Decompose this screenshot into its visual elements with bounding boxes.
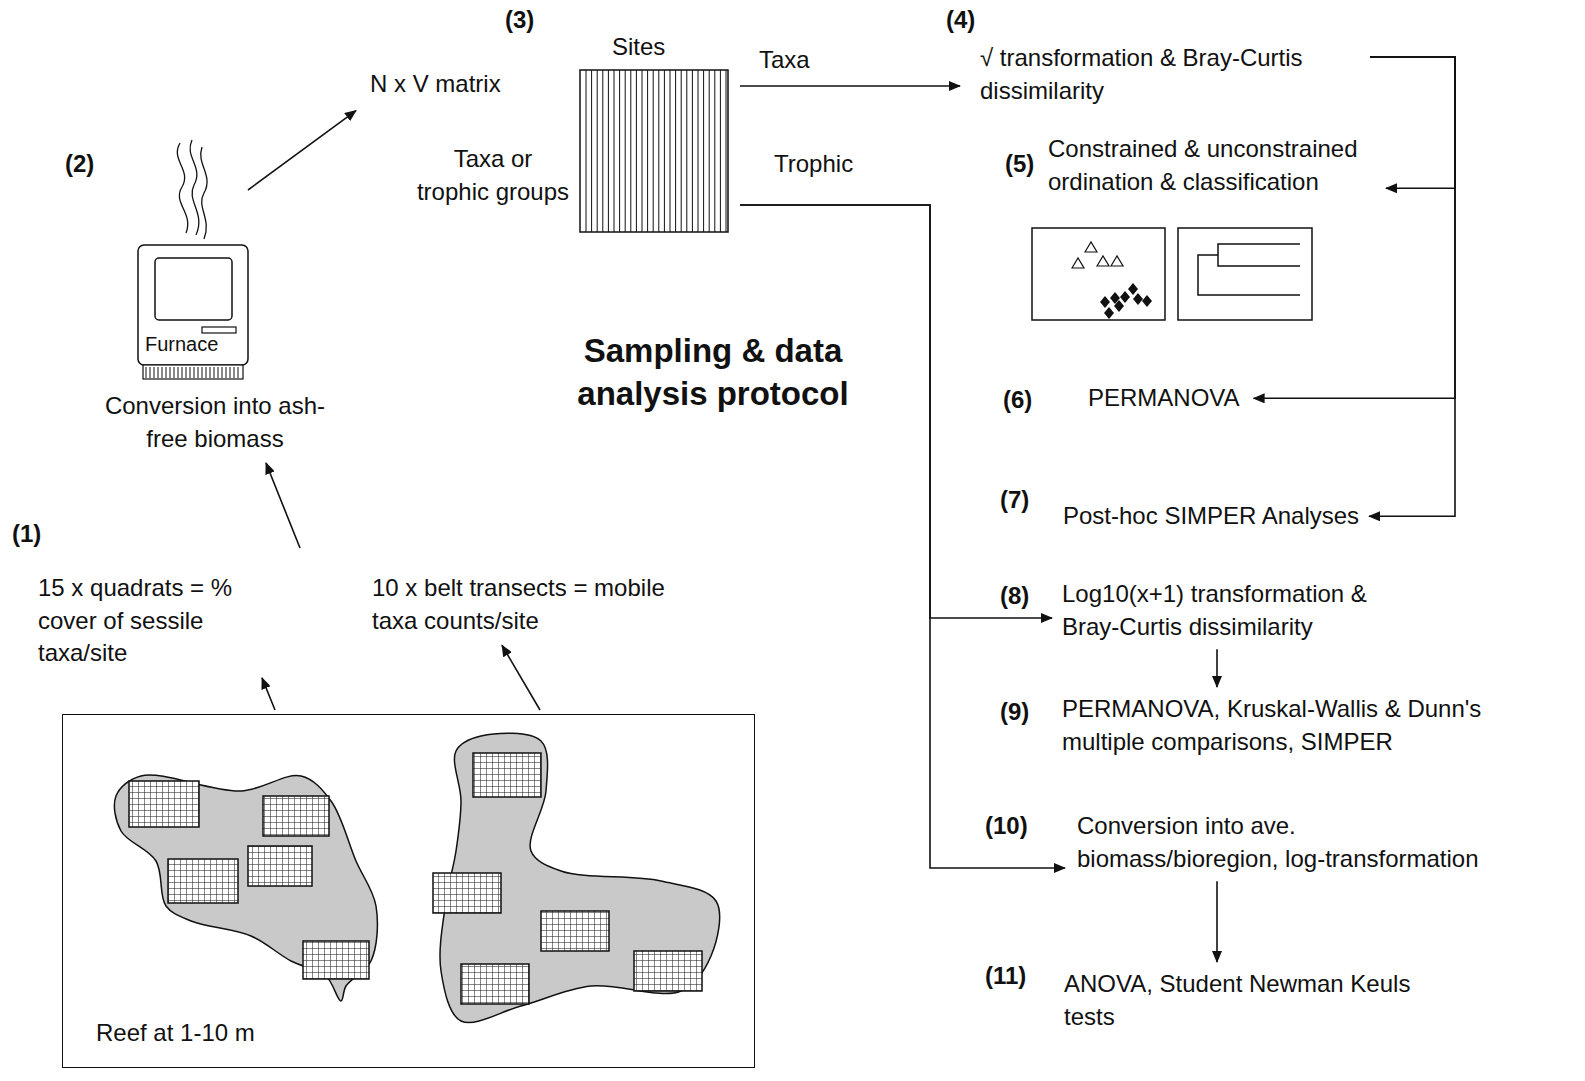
node-text: Constrained & unconstrained ordination &… bbox=[1048, 133, 1378, 198]
furnace-icon: FurnaceConversion into ash-free biomass bbox=[100, 135, 330, 455]
matrix-label: N x V matrix bbox=[370, 68, 501, 101]
smoke-lines bbox=[177, 140, 207, 239]
sampling-step: 15 x quadrats = % cover of sessile taxa/… bbox=[38, 572, 278, 670]
analysis-step: Log10(x+1) transformation & Bray-Curtis … bbox=[1062, 578, 1402, 643]
open-triangles bbox=[1072, 242, 1123, 268]
edge-label: Trophic bbox=[772, 150, 855, 179]
analysis-step: Constrained & unconstrained ordination &… bbox=[1048, 133, 1378, 198]
dendrogram-frame bbox=[1178, 228, 1312, 320]
callout-number: (1) bbox=[12, 520, 41, 549]
quadrat-grid bbox=[303, 941, 369, 979]
flow-arrow bbox=[740, 205, 1065, 868]
flow-arrow bbox=[1216, 881, 1218, 962]
node-text: 15 x quadrats = % cover of sessile taxa/… bbox=[38, 572, 278, 670]
node-text: ANOVA, Student Newman Keuls tests bbox=[1064, 968, 1424, 1033]
flow-arrow bbox=[266, 463, 300, 548]
analysis-step: PERMANOVA bbox=[1088, 382, 1240, 415]
node-text: 10 x belt transects = mobile taxa counts… bbox=[372, 572, 692, 637]
node-subtext: Taxa or trophic groups bbox=[415, 143, 571, 208]
callout-number: (8) bbox=[1000, 582, 1029, 611]
reef-panel: Reef at 1-10 m bbox=[62, 714, 755, 1068]
node-text: Log10(x+1) transformation & Bray-Curtis … bbox=[1062, 578, 1402, 643]
analysis-step: Conversion into ave. biomass/bioregion, … bbox=[1077, 810, 1497, 875]
analysis-step: Post-hoc SIMPER Analyses bbox=[1063, 500, 1359, 533]
node-subtext: Conversion into ash-free biomass bbox=[100, 390, 330, 455]
reef-outline bbox=[114, 775, 377, 1001]
ordination-frame bbox=[1032, 228, 1165, 320]
reef-drawing bbox=[63, 715, 756, 1069]
node-text: Conversion into ave. biomass/bioregion, … bbox=[1077, 810, 1497, 875]
matrix-grid bbox=[580, 70, 728, 232]
analysis-step: √ transformation & Bray-Curtis dissimila… bbox=[980, 42, 1340, 107]
callout-number: (2) bbox=[65, 150, 94, 179]
callout-number: (9) bbox=[1000, 698, 1029, 727]
quadrat-grid bbox=[129, 781, 199, 827]
quadrat-grid bbox=[541, 911, 609, 951]
ordination-plot bbox=[1032, 228, 1165, 320]
quadrat-grid bbox=[461, 964, 529, 1004]
dendrogram bbox=[1178, 228, 1312, 320]
flow-arrow bbox=[740, 85, 960, 87]
edge-label: Taxa bbox=[757, 46, 812, 75]
flow-arrow bbox=[1369, 57, 1455, 516]
callout-number: (7) bbox=[1000, 486, 1029, 515]
quadrat-grid bbox=[433, 873, 501, 913]
diagram-title: Sampling & data analysis protocol bbox=[548, 330, 878, 416]
node-text: Furnace bbox=[145, 331, 218, 358]
node-text: √ transformation & Bray-Curtis dissimila… bbox=[980, 42, 1340, 107]
callout-number: (10) bbox=[985, 812, 1028, 841]
quadrat-grid bbox=[248, 846, 312, 886]
flow-arrow bbox=[1254, 57, 1455, 398]
flow-arrow bbox=[262, 678, 275, 710]
analysis-step: ANOVA, Student Newman Keuls tests bbox=[1064, 968, 1424, 1033]
callout-number: (11) bbox=[985, 962, 1026, 991]
analysis-step: PERMANOVA, Kruskal-Wallis & Dunn's multi… bbox=[1062, 693, 1502, 758]
dendrogram-branches bbox=[1198, 244, 1300, 295]
quadrat-grid bbox=[168, 859, 238, 903]
node-text: Reef at 1-10 m bbox=[96, 1017, 255, 1050]
callout-number: (3) bbox=[505, 6, 534, 35]
quadrat-grid bbox=[473, 753, 541, 797]
sampling-step: 10 x belt transects = mobile taxa counts… bbox=[372, 572, 692, 637]
node-text: Post-hoc SIMPER Analyses bbox=[1063, 500, 1359, 533]
furnace-body bbox=[138, 245, 248, 379]
callout-number: (4) bbox=[946, 6, 975, 35]
node-text: Sites bbox=[612, 31, 665, 64]
flow-arrow bbox=[248, 111, 356, 190]
flow-arrow bbox=[502, 645, 540, 710]
callout-number: (5) bbox=[1005, 150, 1034, 179]
data-matrix: SitesTaxa or trophic groups bbox=[385, 28, 730, 235]
node-text: PERMANOVA bbox=[1088, 382, 1240, 415]
flow-arrow bbox=[1370, 57, 1455, 188]
callout-number: (6) bbox=[1003, 386, 1032, 415]
node-text: N x V matrix bbox=[370, 68, 501, 101]
quadrat-grid bbox=[263, 796, 329, 836]
node-text: PERMANOVA, Kruskal-Wallis & Dunn's multi… bbox=[1062, 693, 1502, 758]
quadrat-grid bbox=[634, 951, 702, 991]
filled-diamonds bbox=[1100, 283, 1152, 319]
flow-arrow bbox=[1216, 649, 1218, 687]
